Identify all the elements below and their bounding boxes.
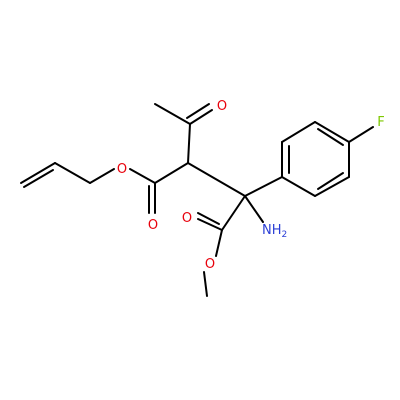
atom-nh2: NH2 (262, 223, 287, 240)
bond-ring-f (348, 126, 374, 143)
atom-o-ester2-double: O (182, 211, 192, 226)
bond-quaternary-ester2 (221, 195, 246, 231)
atom-o-ester2-single: O (205, 257, 215, 272)
bond-acetyl-alpha (187, 123, 191, 164)
atom-o-ketone: O (217, 99, 227, 114)
bond-ketone-double-a (189, 109, 213, 125)
bond-ring-6 (281, 176, 316, 197)
bond-quaternary-n (244, 195, 264, 223)
bond-ring-5 (314, 176, 350, 197)
bonds (20, 103, 374, 297)
bond-o-allylch2 (89, 168, 115, 184)
bond-vinyl-double-a (20, 162, 56, 184)
bond-methyl-acetyl (154, 103, 191, 125)
bond-allylch2-ch (54, 162, 91, 184)
atom-nh2-subscript: 2 (282, 230, 288, 240)
atom-o-ester1-double: O (148, 218, 158, 233)
atom-o-ester1-single: O (117, 162, 127, 177)
bond-ester2-double-b (197, 212, 220, 225)
atom-nh2-main: NH (262, 223, 282, 238)
bond-ring-inner-3 (317, 172, 344, 190)
bond-vinyl-double-b (23, 169, 54, 188)
bond-ester2-osingle (215, 229, 223, 257)
bond-ester2-double-a (197, 218, 223, 231)
bond-ring-inner-2 (317, 128, 344, 146)
bond-ketone-double-b (186, 103, 210, 119)
bond-ring-3 (314, 121, 350, 143)
bond-quaternary-ipso (244, 176, 283, 197)
bond-alpha-ester1 (154, 162, 189, 184)
atom-f: F (377, 115, 384, 130)
atom-labels: O O O O O F NH2 (117, 99, 385, 272)
bond-ring-2 (281, 121, 316, 143)
bond-o-methyl (203, 271, 208, 297)
bond-ester1-osingle (129, 168, 156, 184)
bond-alpha-quaternary (187, 162, 246, 197)
